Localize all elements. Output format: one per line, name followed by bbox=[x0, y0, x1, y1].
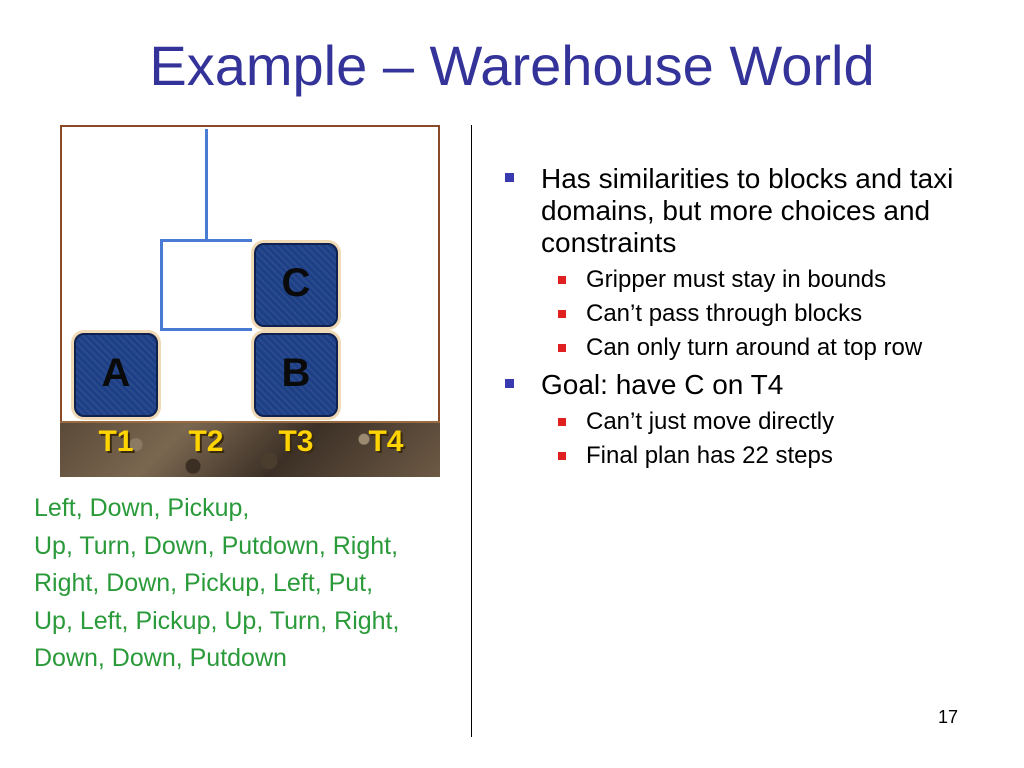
plan-line: Up, Turn, Down, Putdown, Right, bbox=[34, 531, 399, 560]
bullet-square-icon bbox=[505, 173, 514, 182]
warehouse-world-picture: C B A T1 T2 T3 T4 bbox=[60, 125, 440, 477]
sub-bullet-item: Can only turn around at top row bbox=[503, 331, 1003, 365]
sub-bullet-square-icon bbox=[558, 418, 566, 426]
bullet-square-icon bbox=[505, 379, 514, 388]
warehouse-floor bbox=[60, 421, 440, 477]
sub-bullet-text: Can only turn around at top row bbox=[586, 334, 923, 361]
bullet-list: Has similarities to blocks and taxi doma… bbox=[503, 163, 1003, 473]
sub-bullet-text: Gripper must stay in bounds bbox=[586, 266, 887, 293]
plan-line: Down, Down, Putdown bbox=[34, 644, 287, 672]
action-plan: Left, Down, Pickup, Up, Turn, Down, Putd… bbox=[34, 490, 504, 678]
plan-line: Left, Down, Pickup, bbox=[34, 494, 250, 522]
sub-bullet-text: Can’t just move directly bbox=[586, 408, 835, 435]
sub-bullet-square-icon bbox=[558, 344, 566, 352]
block-a: A bbox=[74, 333, 158, 417]
sub-bullet-square-icon bbox=[558, 276, 566, 284]
block-b: B bbox=[254, 333, 338, 417]
table-label-t4: T4 bbox=[368, 425, 404, 458]
table-label-t2: T2 bbox=[188, 425, 224, 458]
sub-bullet-square-icon bbox=[558, 310, 566, 318]
bullet-item: Goal: have C on T4 bbox=[503, 369, 1003, 401]
plan-line: Right, Down, Pickup, Left, Put, bbox=[34, 569, 374, 597]
bullet-item: Has similarities to blocks and taxi doma… bbox=[503, 163, 1003, 259]
sub-bullet-item: Gripper must stay in bounds bbox=[503, 263, 1003, 297]
block-c: C bbox=[254, 243, 338, 327]
sub-bullet-item: Can’t just move directly bbox=[503, 405, 1003, 439]
sub-bullet-square-icon bbox=[558, 452, 566, 460]
gripper bbox=[160, 239, 252, 331]
sub-bullet-item: Can’t pass through blocks bbox=[503, 297, 1003, 331]
table-label-t1: T1 bbox=[98, 425, 134, 458]
sub-bullet-text: Can’t pass through blocks bbox=[586, 300, 863, 327]
table-label-t3: T3 bbox=[278, 425, 314, 458]
sub-bullet-text: Final plan has 22 steps bbox=[586, 442, 833, 469]
bullet-text: Has similarities to blocks and taxi doma… bbox=[541, 163, 954, 258]
vertical-divider bbox=[471, 125, 472, 737]
bullet-text: Goal: have C on T4 bbox=[541, 369, 784, 400]
slide-title: Example – Warehouse World bbox=[149, 34, 875, 97]
plan-line: Up, Left, Pickup, Up, Turn, Right, bbox=[34, 606, 400, 635]
gripper-cable bbox=[205, 129, 208, 239]
sub-bullet-item: Final plan has 22 steps bbox=[503, 439, 1003, 473]
page-number: 17 bbox=[938, 707, 959, 727]
